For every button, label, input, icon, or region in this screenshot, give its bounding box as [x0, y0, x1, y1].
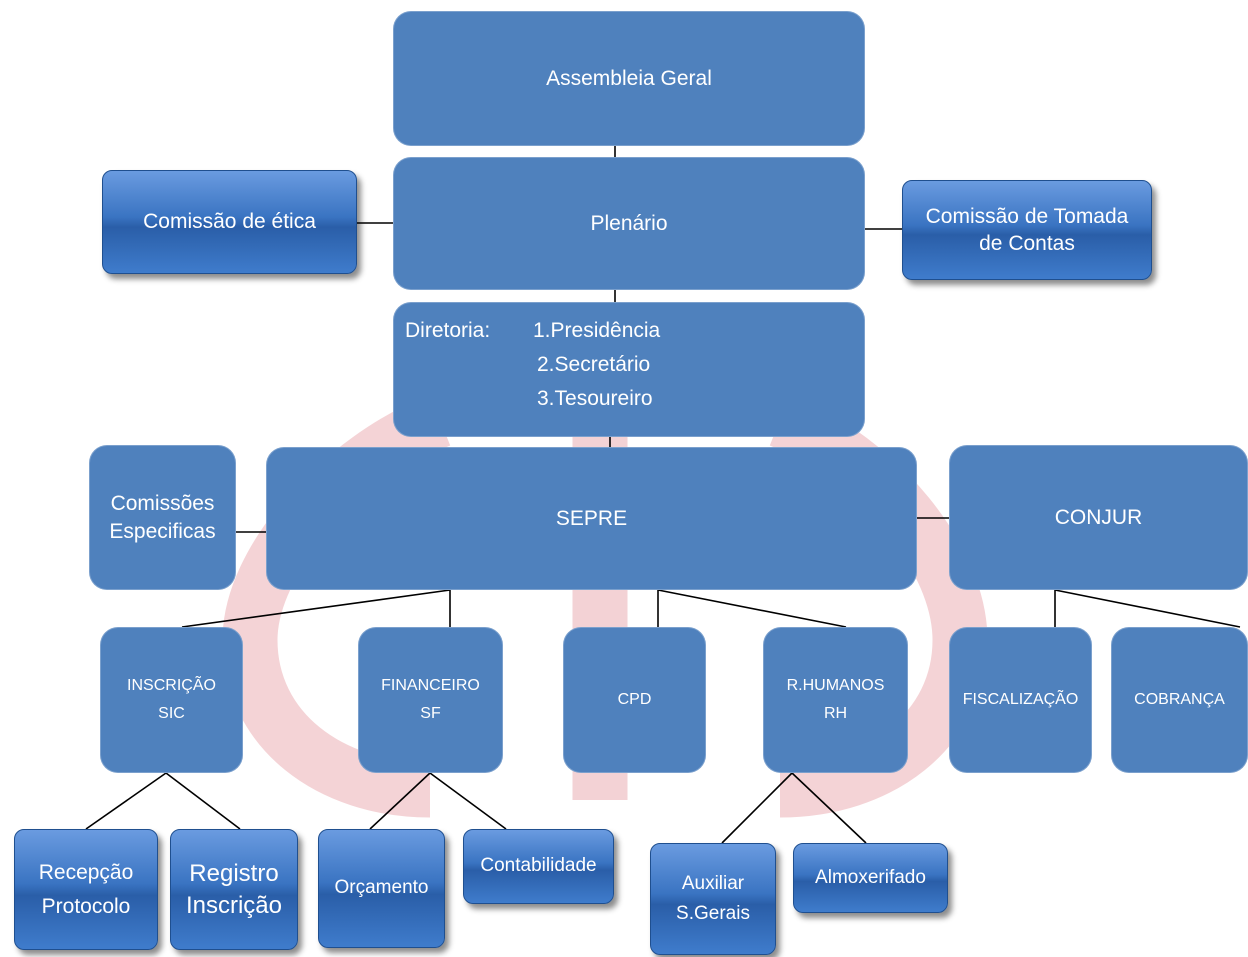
recepcao-box: Recepção Protocolo: [14, 829, 158, 950]
diretoria-prefix: Diretoria:: [405, 319, 491, 342]
plenario-box: Plenário: [393, 157, 865, 290]
diretoria-box: Diretoria: 1.Presidência 2.Secretário 3.…: [393, 302, 865, 437]
rhumanos-label: R.HUMANOS RH: [786, 677, 885, 722]
recepcao-label: Recepção Protocolo: [38, 860, 134, 918]
comissoes-especificas-label: Comissões Especificas: [109, 492, 216, 543]
plenario-label: Plenário: [590, 211, 668, 235]
almoxerifado-label: Almoxerifado: [815, 866, 926, 888]
fiscalizacao-box: FISCALIZAÇÃO: [949, 627, 1092, 773]
orcamento-box: Orçamento: [318, 829, 445, 948]
financeiro-box: FINANCEIRO SF: [358, 627, 503, 773]
auxiliar-box: Auxiliar S.Gerais: [650, 843, 776, 955]
assembleia-geral-label: Assembleia Geral: [546, 66, 712, 90]
comissao-tomada-contas-label: Comissão de Tomada de Contas: [925, 204, 1129, 255]
almoxerifado-box: Almoxerifado: [793, 843, 948, 913]
comissao-etica-label: Comissão de ética: [143, 210, 316, 234]
inscricao-label: INSCRIÇÃO SIC: [127, 677, 216, 722]
contabilidade-box: Contabilidade: [463, 829, 614, 904]
sepre-box: SEPRE: [266, 447, 917, 590]
diretoria-item: 2.Secretário: [537, 353, 651, 376]
cpd-label: CPD: [617, 690, 652, 708]
cobranca-box: COBRANÇA: [1111, 627, 1248, 773]
conjur-label: CONJUR: [1054, 505, 1143, 529]
comissoes-especificas-box: Comissões Especificas: [89, 445, 236, 590]
registro-box: Registro Inscrição: [170, 829, 298, 950]
sepre-label: SEPRE: [555, 506, 628, 530]
cpd-box: CPD: [563, 627, 706, 773]
conjur-box: CONJUR: [949, 445, 1248, 590]
fiscalizacao-label: FISCALIZAÇÃO: [962, 690, 1079, 708]
assembleia-geral-box: Assembleia Geral: [393, 11, 865, 146]
registro-label: Registro Inscrição: [185, 860, 283, 919]
inscricao-box: INSCRIÇÃO SIC: [100, 627, 243, 773]
rhumanos-box: R.HUMANOS RH: [763, 627, 908, 773]
auxiliar-label: Auxiliar S.Gerais: [676, 872, 750, 924]
comissao-etica-box: Comissão de ética: [102, 170, 357, 274]
contabilidade-label: Contabilidade: [480, 855, 597, 877]
diretoria-item: 3.Tesoureiro: [537, 387, 653, 410]
cobranca-label: COBRANÇA: [1134, 690, 1225, 708]
financeiro-label: FINANCEIRO SF: [381, 677, 480, 722]
orcamento-label: Orçamento: [334, 877, 429, 899]
diretoria-item: 1.Presidência: [533, 319, 661, 342]
comissao-tomada-contas-box: Comissão de Tomada de Contas: [902, 180, 1152, 280]
